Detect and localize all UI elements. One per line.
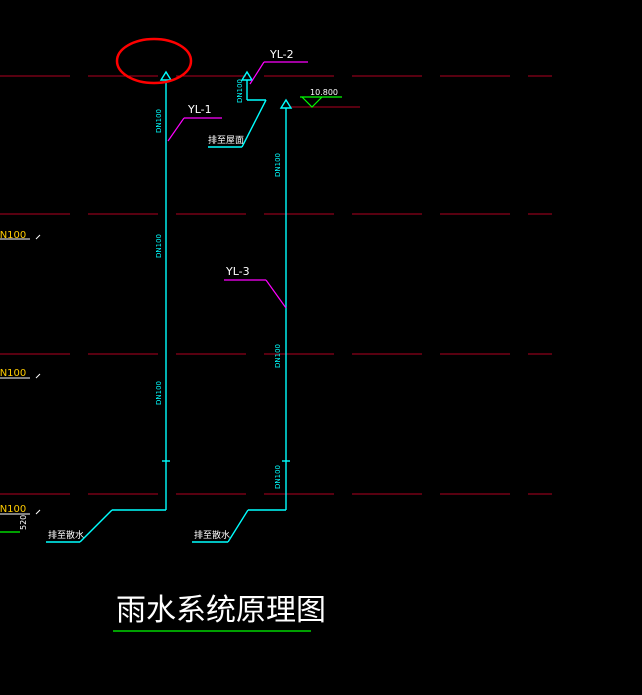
note-roof: 排至屋面 (208, 134, 244, 146)
label-elevation: 10.800 (310, 88, 338, 97)
size-yl3-upper: DN100 (274, 153, 282, 177)
elevation-mark (0, 96, 342, 533)
vent-cap-yl1 (159, 70, 173, 81)
leader-yl2 (249, 61, 265, 85)
size-yl1-upper: DN100 (155, 109, 163, 133)
text-labels: YL-1 YL-2 YL-3 10.800 排至屋面 排至散水 排至散水 DN1… (0, 48, 338, 632)
size-yl3-mid: DN100 (274, 344, 282, 368)
size-yl1-mid: DN100 (155, 234, 163, 258)
leader-yl3 (265, 279, 287, 309)
label-yl1: YL-1 (187, 103, 212, 116)
note-scatter-yl3: 排至散水 (194, 529, 230, 541)
highlight-circle (115, 37, 193, 85)
left-leaders (0, 234, 41, 515)
size-yl1-lower: DN100 (155, 381, 163, 405)
left-size-2: DN100 (0, 368, 26, 379)
vent-cap-yl3 (279, 98, 293, 109)
pipe-yl2 (208, 70, 267, 148)
pipe-yl3 (192, 98, 293, 543)
label-yl2: YL-2 (269, 48, 294, 61)
left-size-3: DN100 (0, 230, 26, 241)
pipe-yl1 (46, 70, 173, 543)
leader-yl1 (167, 117, 185, 142)
note-scatter-yl1: 排至散水 (48, 529, 84, 541)
floor-lines (0, 75, 552, 495)
label-yl3: YL-3 (225, 265, 250, 278)
left-num: 520 (19, 515, 28, 530)
leaders (167, 61, 308, 309)
size-yl3-lower: DN100 (274, 465, 282, 489)
diagram-title: 雨水系统原理图 (116, 593, 326, 628)
size-yl2: DN100 (236, 79, 244, 103)
left-size-1: DN100 (0, 504, 26, 515)
